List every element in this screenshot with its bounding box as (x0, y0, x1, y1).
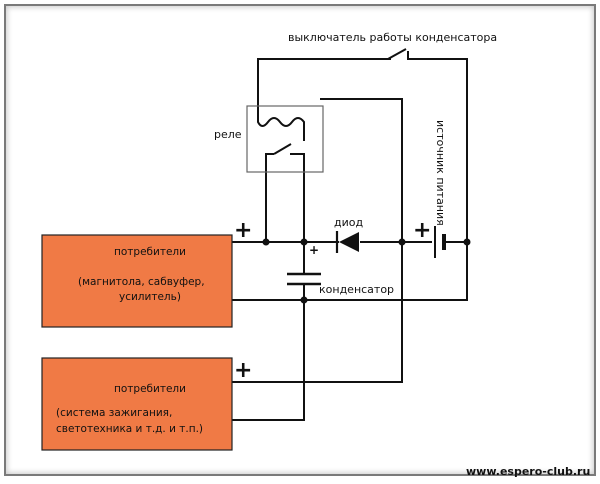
switch-label: выключатель работы конденсатора (288, 31, 497, 44)
circuit-diagram: выключатель работы конденсатора реле ист… (41, 31, 590, 478)
consumers-box-audio (41, 234, 233, 328)
capacitor-plus-sign: + (309, 243, 319, 257)
junction-node (398, 238, 406, 246)
diode-icon (335, 231, 359, 253)
relay-coil-return-wire (303, 98, 403, 242)
consumers1-detail: усилитель) (119, 291, 181, 303)
power-source-label: источник питания (434, 120, 447, 226)
plus-sign: + (413, 218, 431, 243)
battery-icon (434, 226, 446, 258)
capacitor-ground-wire (232, 284, 305, 421)
relay-contact-wire (265, 153, 305, 274)
consumers1-title: потребители (114, 246, 186, 258)
capacitor-label: конденсатор (319, 283, 394, 296)
junction-node (300, 238, 308, 246)
consumers2-title: потребители (114, 383, 186, 395)
relay-box (246, 105, 324, 173)
junction-node (300, 296, 308, 304)
junction-node (262, 238, 270, 246)
relay-label: реле (214, 128, 242, 141)
watermark: www.espero-club.ru (466, 465, 590, 478)
relay-coil-icon (257, 111, 305, 129)
consumer2-positive-wire (232, 242, 403, 383)
capacitor-icon (287, 272, 321, 286)
consumers2-detail: светотехника и т.д. и т.п.) (56, 423, 203, 435)
consumers2-detail: (система зажигания, (56, 407, 172, 419)
junction-node (463, 238, 471, 246)
consumer1-return-wire (232, 242, 468, 301)
plus-sign: + (234, 218, 252, 243)
diode-label: диод (334, 216, 363, 229)
consumers1-detail: (магнитола, сабвуфер, (78, 276, 205, 288)
consumers-box-vehicle (41, 357, 233, 451)
switch-wire (257, 51, 468, 242)
relay-contact-blade (273, 143, 292, 155)
switch-contact (387, 48, 407, 60)
plus-sign: + (234, 358, 252, 383)
